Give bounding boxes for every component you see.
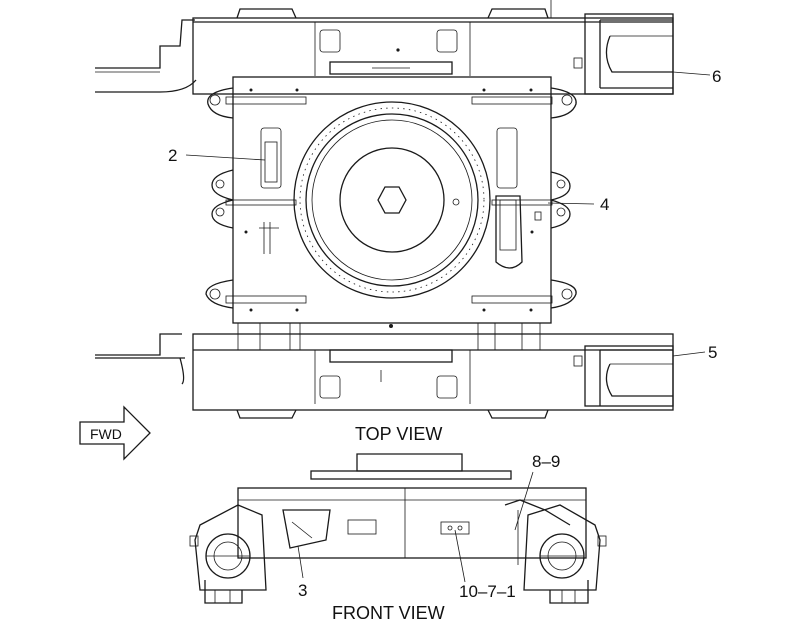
- front-view: [189, 453, 607, 604]
- leader-2: [185, 154, 266, 161]
- left-roller-assembly: [189, 504, 267, 604]
- callout-5: 5: [708, 343, 717, 362]
- leader-4: [547, 202, 595, 205]
- front-view-title: FRONT VIEW: [332, 603, 445, 623]
- leader-8-9: [514, 471, 534, 531]
- upper-track-frame: [95, 0, 711, 95]
- callout-8-9: 8–9: [532, 452, 560, 471]
- swing-bearing: [293, 101, 491, 299]
- top-view: [95, 0, 711, 419]
- callout-6: 6: [712, 67, 721, 86]
- callout-10-7-1: 10–7–1: [459, 582, 516, 601]
- callout-4: 4: [600, 195, 609, 214]
- callout-3: 3: [298, 581, 307, 600]
- fwd-arrow: [79, 405, 151, 461]
- leader-10-7-1: [454, 529, 466, 583]
- center-frame: [205, 76, 577, 324]
- callout-2: 2: [168, 146, 177, 165]
- leader-3: [297, 545, 304, 579]
- fwd-label: FWD: [90, 426, 122, 442]
- top-view-title: TOP VIEW: [355, 424, 442, 444]
- lower-track-frame: [95, 322, 706, 419]
